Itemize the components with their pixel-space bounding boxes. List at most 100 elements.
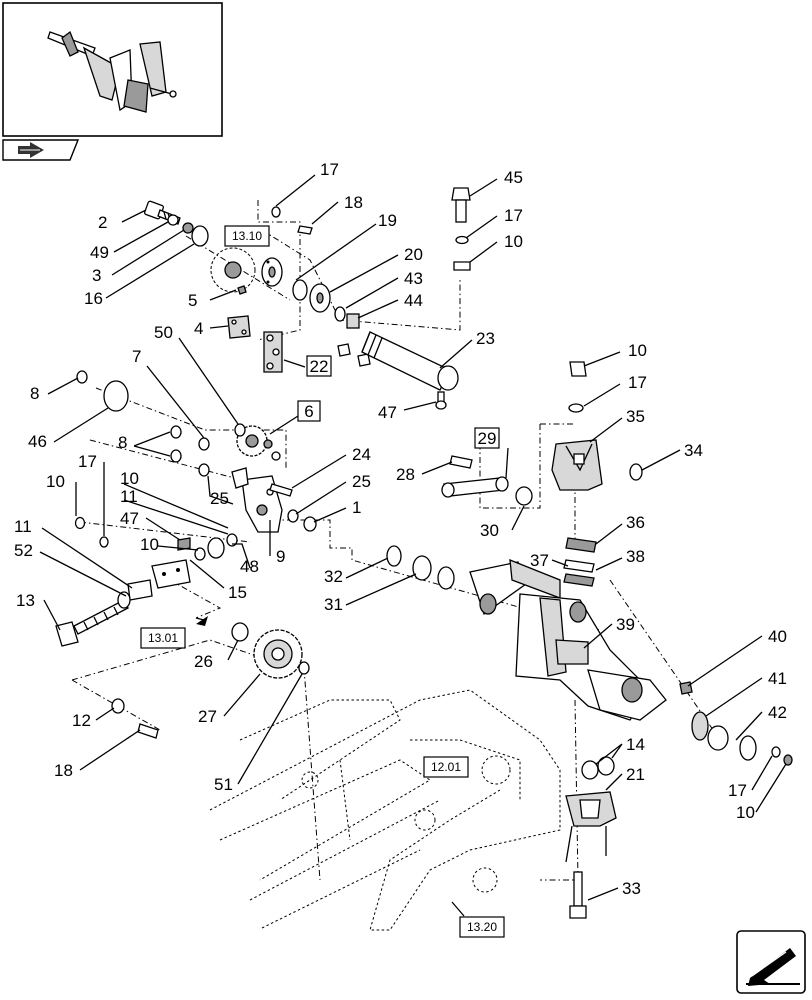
washer-43: [334, 306, 346, 322]
callout-11-left: 11: [14, 517, 32, 536]
flange-42: [739, 735, 757, 761]
shim-36: [565, 537, 597, 553]
ref-label-6: 6: [304, 402, 313, 421]
callout-43: 43: [404, 269, 423, 288]
parts-drawing: [55, 187, 793, 919]
bracket-9: [231, 467, 283, 533]
nut-10-35: [569, 361, 587, 377]
washer-8b: [170, 449, 182, 463]
nut-10-bottom: [783, 754, 793, 766]
bolt-18-bottom: [137, 723, 159, 739]
callout-25-right: 25: [352, 472, 371, 491]
chain-link-4: [227, 315, 251, 339]
callout-26: 26: [194, 652, 213, 671]
callout-17-top: 17: [320, 160, 339, 179]
ref-box-12-01: 12.01: [423, 756, 469, 778]
nut-3: [182, 222, 194, 234]
shaft-23: [361, 331, 459, 391]
sprocket-27: [253, 629, 303, 679]
nut-44b: [357, 353, 371, 367]
callout-23: 23: [476, 329, 495, 348]
bushing-14b: [597, 756, 615, 776]
washer-7: [198, 437, 210, 451]
callout-39: 39: [616, 615, 635, 634]
block-44: [346, 313, 360, 329]
ref-box-13-01: 13.01: [140, 627, 186, 649]
washer-25: [287, 509, 299, 523]
bushing-14a: [581, 760, 599, 780]
support-21: [565, 791, 617, 863]
bolt-5: [237, 285, 247, 295]
callout-47-left: 47: [120, 509, 139, 528]
callout-16: 16: [84, 289, 103, 308]
flange-32: [386, 545, 402, 567]
callout-17-left: 17: [78, 452, 97, 471]
nut-10-right: [453, 261, 471, 271]
callout-42: 42: [768, 703, 787, 722]
nut-44a: [337, 343, 351, 357]
callout-44: 44: [404, 291, 423, 310]
callout-35: 35: [626, 407, 645, 426]
nav-arrow-icon[interactable]: [2, 139, 80, 161]
callout-32: 32: [324, 567, 343, 586]
callout-25-left: 25: [210, 489, 229, 508]
callout-5: 5: [188, 291, 197, 310]
washer-8a: [170, 425, 182, 439]
callout-4: 4: [194, 319, 203, 338]
bearing-31a: [412, 555, 432, 581]
bushing-41: [691, 711, 709, 741]
callout-20: 20: [404, 245, 423, 264]
disc-46: [103, 380, 129, 412]
page-turn-icon[interactable]: [736, 930, 806, 994]
callout-10-lower: 10: [140, 535, 159, 554]
callout-15: 15: [228, 583, 247, 602]
bolt-18-top: [297, 225, 313, 235]
callout-46: 46: [28, 432, 47, 451]
grease-nipple-47-left: [177, 537, 191, 551]
ref-box-13-20: 13.20: [459, 916, 505, 938]
shim-37: [563, 559, 595, 573]
hub-20: [309, 283, 331, 313]
callout-1: 1: [352, 498, 361, 517]
ref-box-13-10: 13.10: [224, 225, 270, 247]
callout-2: 2: [98, 213, 107, 232]
callout-47-top: 47: [378, 403, 397, 422]
spacer-19: [292, 279, 308, 301]
callout-17-bottom: 17: [728, 781, 747, 800]
machine-frame-outline: [209, 689, 561, 931]
sleeve-52: [127, 579, 153, 601]
callout-10-left: 10: [46, 472, 65, 491]
ref-label-13-20: 13.20: [467, 920, 497, 934]
washer-11: [226, 533, 238, 547]
callout-7: 7: [132, 347, 141, 366]
callout-10-mid: 10: [120, 469, 139, 488]
bolt-45: [451, 187, 471, 223]
callout-17-35: 17: [628, 373, 647, 392]
callout-9: 9: [276, 547, 285, 566]
bushing-30: [515, 486, 533, 506]
callout-8-pair: 8: [118, 433, 127, 452]
sprocket-top: [210, 247, 256, 293]
bearing-31b: [437, 566, 455, 590]
hub-19: [261, 257, 283, 287]
callout-52: 52: [14, 541, 33, 560]
callout-labels: 17 18 2 49 3 16 19 20 43 44 5 4 23 45 17…: [14, 160, 787, 898]
washer-16: [191, 225, 209, 247]
ref-box-22: 22: [306, 355, 332, 377]
callout-8-left: 8: [30, 384, 39, 403]
thumbnail-assembly-sketch: [47, 30, 177, 113]
callout-40: 40: [768, 627, 787, 646]
chain-22: [263, 331, 283, 373]
nut-34: [629, 463, 643, 481]
callout-41: 41: [768, 669, 787, 688]
ref-label-12-01: 12.01: [431, 760, 461, 774]
callout-48: 48: [240, 557, 259, 576]
callout-11-mid: 11: [120, 487, 138, 506]
link-29: [441, 476, 509, 498]
bolt-33: [569, 871, 587, 919]
callout-37: 37: [530, 551, 549, 570]
callout-28: 28: [396, 465, 415, 484]
callout-10-35: 10: [628, 341, 647, 360]
washer-10-left: [194, 547, 206, 561]
callout-38: 38: [626, 547, 645, 566]
